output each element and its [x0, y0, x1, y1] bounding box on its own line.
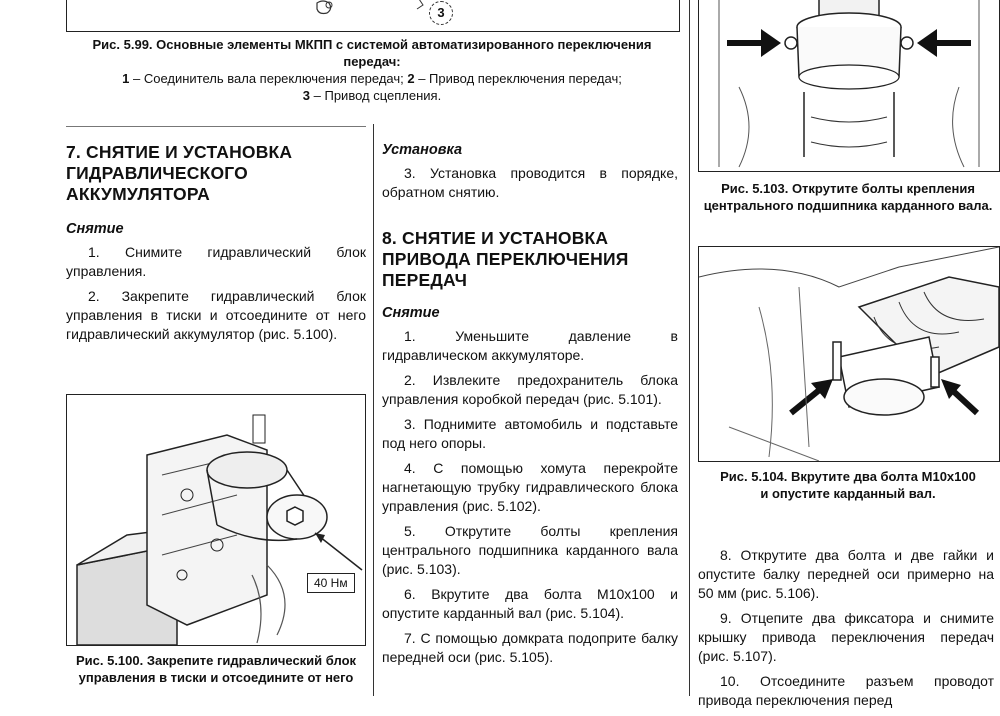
figure-5-103-image: [698, 0, 1000, 172]
section-8-step-6: 6. Вкрутите два болта М10х100 и опустите…: [382, 586, 678, 621]
section-7-step-3: 3. Установка проводится в порядке, обрат…: [382, 165, 678, 200]
section-8-step-8: 8. Открутите два болта и две гайки и опу…: [698, 547, 994, 601]
section-8-step-10: 10. Отсоедините разъем проводот привода …: [698, 673, 994, 708]
section-8-title: 8. СНЯТИЕ И УСТАНОВКА ПРИВОДА ПЕРЕКЛЮЧЕН…: [382, 228, 629, 290]
section-8-step-1: 1. Уменьшите давление в гидравлическом а…: [382, 328, 678, 363]
callout-marker: 3: [429, 1, 453, 25]
column-right-text: 8. Открутите два болта и две гайки и опу…: [698, 546, 994, 716]
section-8-removal-heading: Снятие: [382, 305, 440, 321]
section-8-step-2: 2. Извлеките предохранитель блока управл…: [382, 372, 678, 407]
section-7-step-1: 1. Снимите гидравлический блок управлени…: [66, 244, 366, 279]
column-left: 7. СНЯТИЕ И УСТАНОВКА ГИДРАВЛИЧЕСКОГО АК…: [66, 142, 366, 350]
torque-label: 40 Нм: [307, 573, 355, 593]
section-8-step-3: 3. Поднимите автомобиль и подставьте под…: [382, 416, 678, 451]
figure-5-103-drawing: [718, 0, 980, 168]
section-7-install-heading: Установка: [382, 142, 463, 158]
figure-5-104-caption: Рис. 5.104. Вкрутите два болта М10х100 и…: [720, 469, 976, 501]
column-divider: [373, 124, 375, 696]
figure-5-99-image: 3: [66, 0, 680, 32]
figure-5-99-caption: Рис. 5.99. Основные элементы МКПП с сист…: [92, 37, 652, 69]
column-divider: [689, 0, 691, 696]
column-middle: Установка 3. Установка проводится в поря…: [382, 142, 678, 673]
figure-5-100-drawing: [76, 414, 363, 645]
figure-5-103-caption: Рис. 5.103. Открутите болты крепления це…: [703, 181, 993, 213]
figure-5-99-drawing: [316, 0, 424, 15]
section-7-step-2: 2. Закрепите гидравлический блок управле…: [66, 288, 366, 342]
section-7-removal-heading: Снятие: [66, 221, 124, 237]
figure-5-100-image: 40 Нм: [66, 394, 366, 646]
section-8-step-5: 5. Открутите болты крепления центральног…: [382, 523, 678, 577]
section-8-step-9: 9. Отцепите два фиксатора и снимите крыш…: [698, 610, 994, 664]
figure-5-100-caption: Рис. 5.100. Закрепите гидравлический бло…: [75, 653, 357, 685]
figure-5-99-legend: 1 – Соединитель вала переключения переда…: [122, 71, 622, 103]
figure-5-104-drawing: [699, 247, 999, 461]
section-7-title: 7. СНЯТИЕ И УСТАНОВКА ГИДРАВЛИЧЕСКОГО АК…: [66, 142, 293, 204]
separator-line: [66, 126, 366, 127]
section-8-step-4: 4. С помощью хомута перекройте нагнетающ…: [382, 460, 678, 514]
figure-5-104-image: [698, 246, 1000, 462]
section-8-step-7: 7. С помощью домкрата подоприте балку пе…: [382, 630, 678, 665]
